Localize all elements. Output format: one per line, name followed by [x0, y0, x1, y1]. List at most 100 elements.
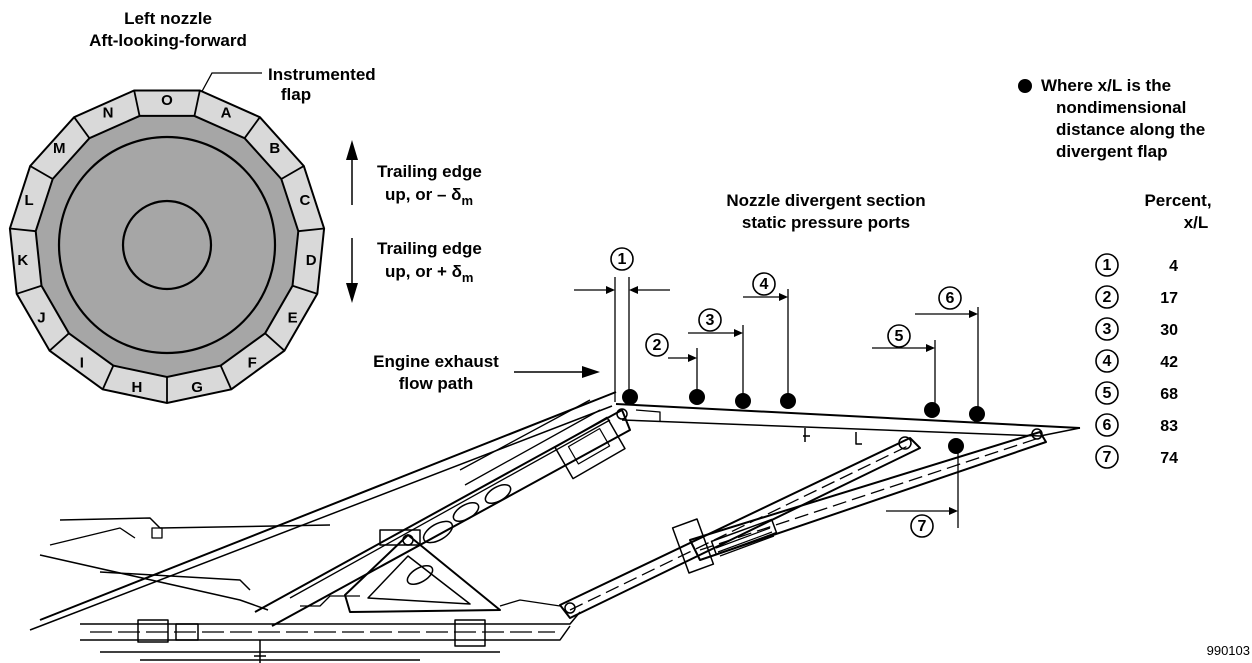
- port-marker-1: 1: [610, 247, 634, 271]
- nozzle-end-view: Left nozzle Aft-looking-forward Instrume…: [8, 9, 376, 405]
- ports-title-line1: Nozzle divergent section: [726, 191, 925, 210]
- xl-table-row: 4 42: [1095, 349, 1178, 373]
- trailing-up-line1: Trailing edge: [377, 162, 482, 181]
- flap-label-c: C: [299, 192, 310, 209]
- flap-label-l: L: [25, 192, 34, 209]
- xl-table-row: 5 68: [1095, 381, 1178, 405]
- ports-title-line2: static pressure ports: [742, 213, 910, 232]
- flap-label-b: B: [269, 140, 280, 157]
- flap-dividers: [9, 90, 325, 403]
- svg-text:1: 1: [618, 251, 627, 268]
- note-line1: Where x/L is the: [1041, 76, 1171, 95]
- flap-divider: [133, 90, 141, 117]
- svg-text:5: 5: [895, 328, 904, 345]
- flap-label-a: A: [221, 105, 232, 122]
- flap-label-m: M: [53, 140, 66, 157]
- nozzle-inner-circle: [121, 199, 213, 291]
- exhaust-arrow: [514, 366, 600, 378]
- port-marker-3: 3: [698, 308, 722, 332]
- note-line2: nondimensional: [1056, 98, 1186, 117]
- trailing-edge-up-arrow: [346, 140, 358, 205]
- note-line3: distance along the: [1056, 120, 1205, 139]
- svg-text:3: 3: [706, 312, 715, 329]
- xl-table-port: 6: [1103, 417, 1112, 434]
- port-marker-7: 7: [910, 514, 934, 538]
- xl-table-value: 68: [1160, 386, 1178, 403]
- nozzle-side-section: [29, 391, 1081, 663]
- engine-exhaust-line1: Engine exhaust: [373, 352, 499, 371]
- port-marker-4: 4: [752, 272, 776, 296]
- instrumented-flap-line2: flap: [281, 85, 311, 104]
- xl-table-port: 2: [1103, 289, 1112, 306]
- flap-divider: [264, 332, 286, 352]
- xl-table-row: 6 83: [1095, 413, 1178, 437]
- flap-divider: [29, 165, 54, 180]
- instrumented-flap-leader: [199, 72, 262, 96]
- xl-table-port: 7: [1103, 449, 1112, 466]
- figure-id: 990103: [1207, 643, 1250, 658]
- engine-exhaust-line2: flow path: [399, 374, 474, 393]
- flap-divider: [243, 116, 261, 139]
- trailing-edge-down-arrow: [346, 238, 358, 303]
- flap-divider: [16, 284, 42, 295]
- note-bullet: [1018, 79, 1032, 93]
- nozzle-title-line1: Left nozzle: [124, 9, 212, 28]
- flap-divider: [73, 116, 91, 139]
- flap-label-g: G: [191, 379, 203, 396]
- port-marker-5: 5: [887, 324, 911, 348]
- xl-table-row: 2 17: [1095, 285, 1178, 309]
- flap-label-i: I: [80, 354, 84, 371]
- svg-text:2: 2: [653, 337, 662, 354]
- xl-table-row: 7 74: [1095, 445, 1178, 469]
- xl-table-value: 4: [1169, 258, 1178, 275]
- flap-label-d: D: [306, 252, 317, 269]
- xl-table-value: 42: [1160, 354, 1178, 371]
- nozzle-middle-circle: [57, 135, 277, 355]
- flap-label-h: H: [131, 379, 142, 396]
- trailing-down-line2: up, or + δm: [385, 262, 473, 285]
- instrumented-flap-line1: Instrumented: [268, 65, 376, 84]
- table-header-line2: x/L: [1184, 213, 1209, 232]
- flap-divider: [101, 365, 115, 390]
- xl-table-value: 83: [1160, 418, 1178, 435]
- xl-table-value: 74: [1160, 450, 1178, 467]
- flap-divider: [292, 284, 318, 295]
- flap-label-f: F: [248, 354, 257, 371]
- flap-labels: O A B C D E F G H I J K L M N: [17, 92, 316, 396]
- trailing-up-line2: up, or – δm: [385, 185, 473, 208]
- flap-label-n: N: [103, 105, 114, 122]
- flap-divider: [48, 332, 70, 352]
- flap-label-e: E: [288, 310, 298, 327]
- trailing-down-line1: Trailing edge: [377, 239, 482, 258]
- nozzle-title-line2: Aft-looking-forward: [89, 31, 247, 50]
- svg-text:6: 6: [946, 290, 955, 307]
- svg-text:4: 4: [760, 276, 769, 293]
- flap-divider: [280, 165, 305, 180]
- port-number-markers: 1 2 3 4 5 6 7: [610, 247, 962, 538]
- flap-label-k: K: [17, 252, 28, 269]
- flap-divider: [9, 227, 36, 233]
- xl-table-port: 1: [1103, 257, 1112, 274]
- port-marker-6: 6: [938, 286, 962, 310]
- svg-text:7: 7: [918, 518, 927, 535]
- xl-table-value: 30: [1160, 322, 1178, 339]
- dimension-arrowheads: [606, 286, 978, 515]
- flap-label-j: J: [37, 310, 45, 327]
- xl-table-port: 4: [1103, 353, 1112, 370]
- xl-table-row: 3 30: [1095, 317, 1178, 341]
- xl-table-value: 17: [1160, 290, 1178, 307]
- xl-table-port: 5: [1103, 385, 1112, 402]
- flap-divider: [193, 90, 201, 117]
- flap-label-o: O: [161, 92, 173, 109]
- dimension-lines: [574, 277, 979, 528]
- flap-divider: [219, 365, 233, 390]
- port-marker-2: 2: [645, 333, 669, 357]
- table-header-line1: Percent,: [1144, 191, 1211, 210]
- note-line4: divergent flap: [1056, 142, 1167, 161]
- port-dots: [622, 389, 985, 454]
- xl-table-port: 3: [1103, 321, 1112, 338]
- flap-ring-inner: [34, 114, 300, 379]
- flap-divider: [298, 227, 325, 233]
